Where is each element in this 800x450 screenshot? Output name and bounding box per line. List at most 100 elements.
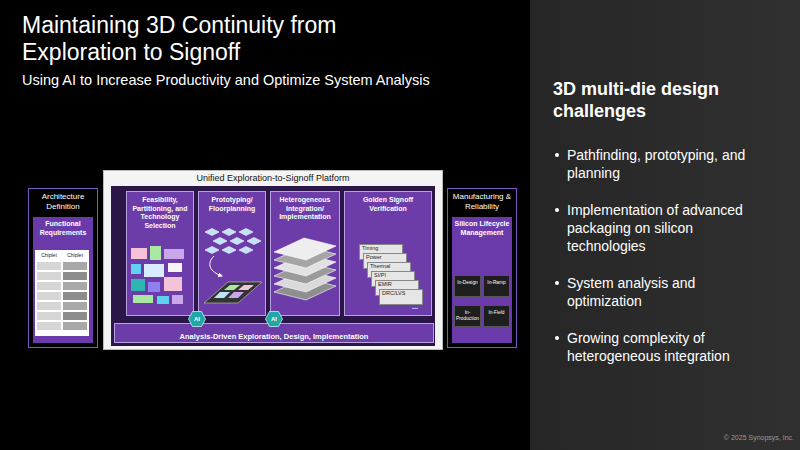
node-text: Timing — [360, 245, 402, 252]
node-text: EMIR — [376, 281, 418, 288]
lifecycle-box: In-Ramp — [483, 275, 510, 297]
copyright-box: © 2025 Synopsys, Inc. — [640, 434, 794, 442]
bullet-text: System analysis and optimization — [567, 274, 765, 310]
node-text: Functional Requirements — [33, 217, 93, 237]
node-text: Power — [364, 254, 406, 261]
table-header: Chiplet — [37, 252, 61, 258]
bullet-text-box: Growing complexity of heterogeneous inte… — [567, 329, 765, 365]
subtitle: Using AI to Increase Productivity and Op… — [22, 72, 522, 89]
more-mark: ... — [412, 303, 426, 311]
bullet-text-box: Pathfinding, prototyping, and planning — [567, 146, 765, 182]
table-cell — [37, 312, 61, 320]
table-cell — [63, 302, 87, 310]
stacked-layers — [274, 262, 336, 284]
node-text: AI — [265, 311, 283, 327]
table-cell — [37, 302, 61, 310]
node-text: AI — [188, 311, 206, 327]
node-text: Prototyping/ Floorplanning — [199, 192, 265, 213]
lifecycle-box: In-Field — [483, 305, 510, 327]
partition-tiles — [131, 248, 147, 259]
table-cell — [37, 262, 87, 330]
bullet-dot — [555, 208, 559, 212]
table-cell — [63, 262, 87, 270]
node-text: In-Design — [455, 276, 480, 286]
partition-tiles — [172, 295, 183, 304]
chip-tiles — [205, 229, 261, 254]
partition-tiles — [164, 249, 184, 259]
partition-tiles — [144, 264, 164, 277]
bullet-text-box: Implementation of advanced packaging on … — [567, 201, 765, 255]
chip-tiles — [213, 238, 227, 245]
chiplet-table — [35, 250, 89, 336]
group-box: Architecture DefinitionFunctional Requir… — [28, 188, 98, 348]
node-text: Architecture Definition — [29, 189, 97, 211]
stacked-layers — [274, 270, 336, 292]
side-heading-box: 3D multi-die design challenges — [553, 78, 773, 122]
table-cell — [63, 292, 87, 300]
chip-tiles — [239, 229, 253, 236]
ai-hexagon: AI — [265, 311, 283, 329]
table-cell — [37, 322, 61, 330]
node-text: Heterogeneous Integration/ Implementatio… — [271, 192, 339, 222]
bullet-text-box: System analysis and optimization — [567, 274, 765, 310]
hex-shape — [189, 312, 206, 327]
bullet-dot — [555, 281, 559, 285]
ai-hexagon: AI — [188, 311, 206, 329]
node-text: DRC/LVS — [380, 290, 422, 297]
floorplan — [204, 282, 262, 303]
stacked-layers — [274, 246, 336, 268]
table-cell — [37, 292, 61, 300]
chip-tiles — [205, 229, 219, 236]
node-text: In-Field — [484, 306, 509, 316]
stage-column: Prototyping/ Floorplanning — [198, 191, 266, 316]
title-box: Maintaining 3D Continuity from Explorati… — [22, 12, 382, 66]
node-text: Manufacturing & Reliability — [448, 189, 516, 211]
bullet-dot — [555, 336, 559, 340]
node-text: Silicon Lifecycle Management — [452, 217, 512, 237]
node-text: In-Production — [455, 306, 480, 322]
stacked-layers — [274, 278, 336, 300]
table-cell — [37, 262, 61, 270]
node-text: Thermal — [368, 263, 410, 270]
panel-box: Silicon Lifecycle ManagementIn-DesignIn-… — [452, 217, 512, 343]
analysis-band: Analysis-Driven Exploration, Design, Imp… — [114, 323, 434, 343]
side-heading: 3D multi-die design challenges — [553, 78, 773, 122]
stacked-layers — [274, 254, 336, 276]
lifecycle-box: In-Design — [454, 275, 481, 297]
table-cell — [63, 312, 87, 320]
table-cell — [37, 282, 61, 290]
lifecycle-box: In-Production — [454, 305, 481, 327]
hex-shape — [266, 312, 283, 327]
table-cell — [37, 272, 61, 280]
bullet-text: Pathfinding, prototyping, and planning — [567, 146, 765, 182]
bullet-dot — [555, 153, 559, 157]
partition-tiles — [164, 277, 182, 291]
chip-tiles — [230, 238, 244, 245]
partition-tiles — [150, 246, 161, 260]
partition-tiles — [133, 295, 153, 303]
chip-tiles — [239, 247, 253, 254]
chip-tiles — [222, 247, 236, 254]
stage-column: Feasibility, Partitioning, and Technolog… — [126, 191, 194, 316]
floorplan — [204, 282, 262, 303]
node-text: Analysis-Driven Exploration, Design, Imp… — [115, 324, 433, 341]
table-header: Chiplet — [63, 252, 87, 258]
chip-tiles — [247, 238, 261, 245]
slide-title: Maintaining 3D Continuity from Explorati… — [22, 12, 382, 66]
floorplan — [228, 292, 244, 298]
stage-column: Golden Signoff VerificationTimingPowerTh… — [344, 191, 432, 316]
stage-column: Heterogeneous Integration/ Implementatio… — [270, 191, 340, 316]
bullet-text: Growing complexity of heterogeneous inte… — [567, 329, 765, 365]
platform-box: Unified Exploration-to-Signoff PlatformF… — [103, 170, 443, 350]
partition-tiles — [168, 263, 182, 272]
stacked-layers — [274, 238, 336, 260]
copyright: © 2025 Synopsys, Inc. — [640, 434, 794, 442]
chip-tiles — [222, 229, 236, 236]
table-cell — [63, 272, 87, 280]
chip-tiles — [205, 247, 219, 254]
partition-tiles — [131, 246, 184, 304]
panel-box: Functional Requirements — [33, 217, 93, 343]
node-text: Golden Signoff Verification — [345, 192, 431, 213]
subtitle-box: Using AI to Increase Productivity and Op… — [22, 72, 522, 89]
